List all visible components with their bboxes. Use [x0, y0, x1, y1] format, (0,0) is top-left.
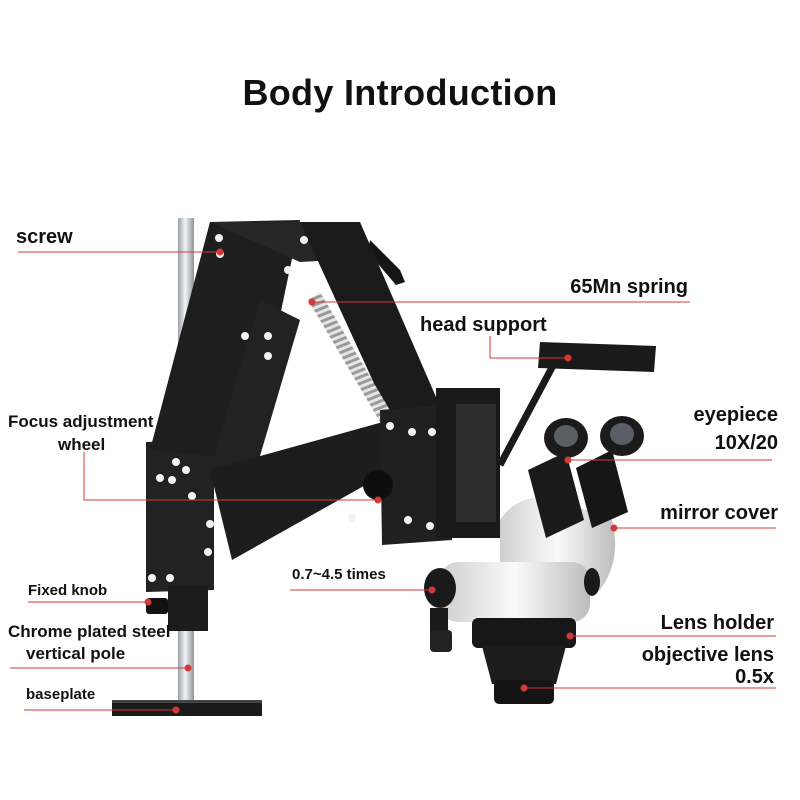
zoom-knob — [424, 568, 456, 608]
label-pole-line1: Chrome plated steel — [8, 622, 171, 641]
label-zoom-range: 0.7~4.5 times — [292, 566, 386, 583]
pole-slider-block — [146, 440, 214, 592]
label-fixed-knob: Fixed knob — [28, 582, 108, 599]
top-lever — [368, 240, 405, 285]
head-mount-inner — [456, 404, 496, 522]
leader-lines — [10, 251, 776, 711]
screw-dots — [148, 234, 436, 582]
page-title: Body Introduction — [242, 72, 558, 113]
baseplate-edge — [112, 700, 262, 703]
eyepiece-tube-right — [576, 450, 628, 528]
leader-focus — [83, 452, 378, 501]
pole-collar — [168, 585, 208, 631]
label-baseplate: baseplate — [26, 686, 96, 703]
illuminator-head — [430, 630, 452, 652]
eyepiece-tube-left — [528, 452, 584, 538]
label-lens-holder: Lens holder — [660, 612, 774, 634]
label-objective-line1: objective lens — [641, 644, 774, 666]
zoom-knob-right — [584, 568, 600, 596]
label-pole-line2: vertical pole — [26, 644, 126, 663]
leader-dots — [144, 248, 618, 714]
lens-holder-ring — [472, 618, 576, 648]
leader-head-support — [489, 336, 568, 359]
eyepiece-glass-left — [554, 425, 578, 447]
upper-arm-right — [300, 222, 446, 440]
label-spring: 65Mn spring — [570, 276, 688, 298]
label-objective-line2: 0.5x — [735, 666, 774, 688]
label-eyepiece-line1: eyepiece — [693, 404, 778, 426]
spring-coil — [308, 292, 404, 442]
lower-arm — [210, 300, 300, 490]
lower-arm-link — [210, 420, 410, 560]
label-mirror-cover: mirror cover — [660, 502, 778, 524]
head-support-rod — [496, 358, 560, 467]
zoom-drum — [440, 562, 590, 622]
objective-lens-tip — [494, 680, 554, 704]
objective-lens-body — [482, 646, 566, 684]
head-bracket — [380, 405, 452, 545]
eyepiece-glass-right — [610, 423, 634, 445]
focus-wheel-shape — [363, 470, 393, 500]
label-head-support: head support — [420, 314, 547, 336]
label-eyepiece-line2: 10X/20 — [714, 432, 778, 454]
label-screw: screw — [16, 226, 73, 248]
baseplate-plate — [112, 702, 262, 716]
head-support-pad — [538, 342, 656, 372]
label-focus-line1: Focus adjustment — [8, 412, 154, 431]
label-focus-line2: wheel — [58, 435, 106, 454]
